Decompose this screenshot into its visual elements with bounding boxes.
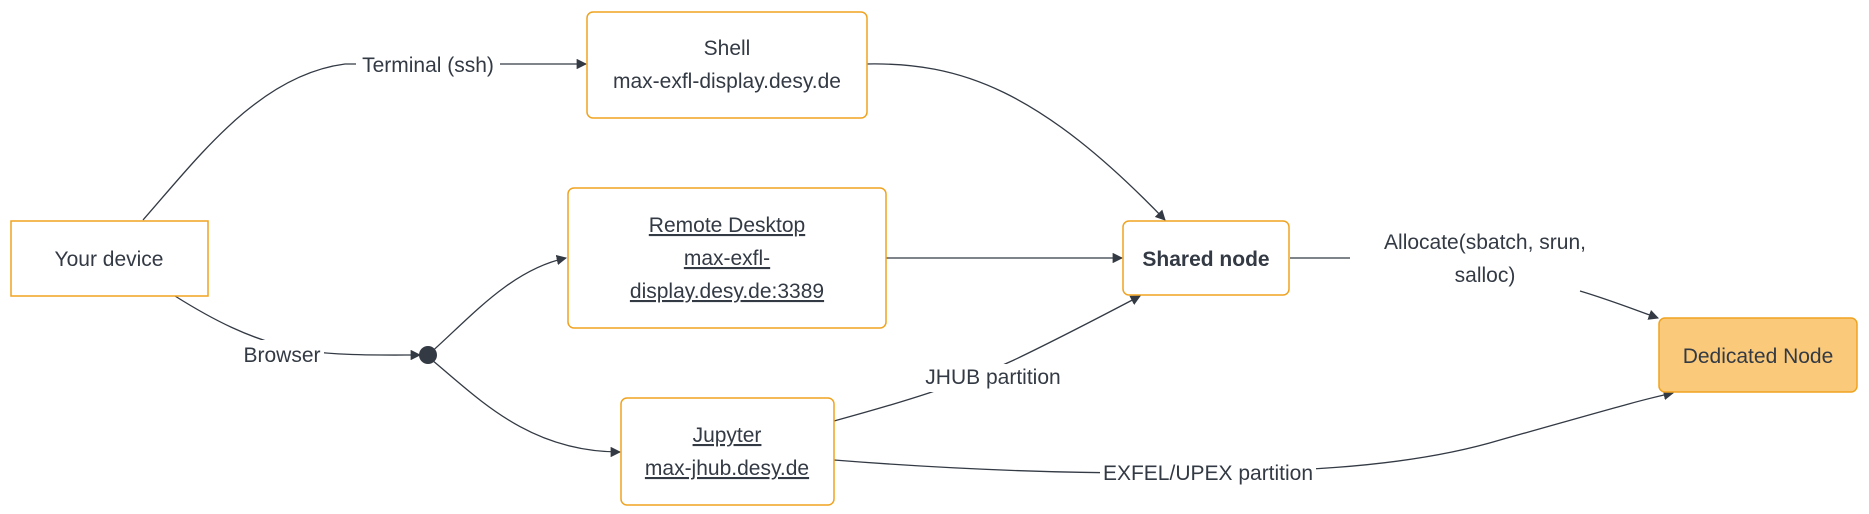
edge-label-exfel-partition: EXFEL/UPEX partition (1103, 462, 1313, 485)
edge-label-allocate-line1: Allocate(sbatch, srun, (1384, 231, 1586, 254)
node-your-device: Your device (10, 220, 209, 297)
node-dedicated-node-label: Dedicated Node (1683, 345, 1834, 368)
node-jupyter[interactable]: Jupyter max-jhub.desy.de (620, 397, 835, 506)
node-remote-desktop-host-line2[interactable]: display.desy.de:3389 (630, 280, 824, 303)
node-dedicated-node: Dedicated Node (1658, 317, 1858, 393)
node-jupyter-title[interactable]: Jupyter (693, 424, 762, 447)
edge-label-browser: Browser (243, 344, 320, 367)
edge-jupyter-to-shared-node (833, 295, 1141, 422)
node-shared-node-label: Shared node (1142, 248, 1269, 271)
node-remote-desktop[interactable]: Remote Desktop max-exfl- display.desy.de… (567, 187, 887, 329)
edge-shared-node-to-dedicated-node (1290, 257, 1658, 318)
node-jupyter-host[interactable]: max-jhub.desy.de (645, 457, 809, 480)
edge-label-terminal: Terminal (ssh) (362, 54, 494, 77)
edge-device-to-shell (142, 58, 588, 221)
junction-dot (419, 346, 437, 364)
node-your-device-label: Your device (55, 248, 164, 271)
edge-shell-to-shared-node (865, 63, 1166, 221)
edge-junction-to-jupyter (431, 359, 622, 458)
edge-label-allocate-line2: salloc) (1455, 264, 1516, 287)
node-shell-title: Shell (704, 37, 751, 60)
edge-label-jhub-partition: JHUB partition (925, 366, 1060, 389)
node-shared-node: Shared node (1122, 220, 1290, 296)
node-remote-desktop-host-line1[interactable]: max-exfl- (684, 247, 770, 270)
node-shell-host: max-exfl-display.desy.de (613, 70, 841, 93)
node-shell: Shell max-exfl-display.desy.de (586, 11, 868, 119)
node-remote-desktop-title[interactable]: Remote Desktop (649, 214, 805, 237)
edge-junction-to-remote-desktop (427, 254, 568, 356)
